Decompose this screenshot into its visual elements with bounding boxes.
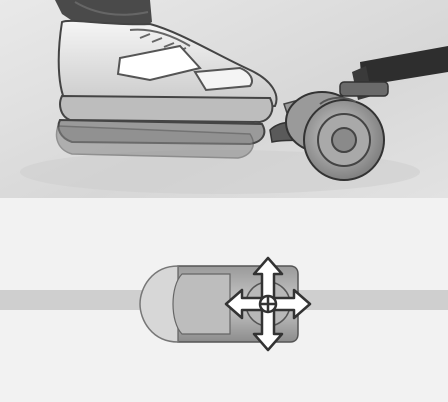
- top-panel: [0, 0, 448, 198]
- caster-top-view-illustration: [0, 198, 448, 402]
- foot-brake-illustration: [0, 0, 448, 198]
- bottom-panel: [0, 198, 448, 402]
